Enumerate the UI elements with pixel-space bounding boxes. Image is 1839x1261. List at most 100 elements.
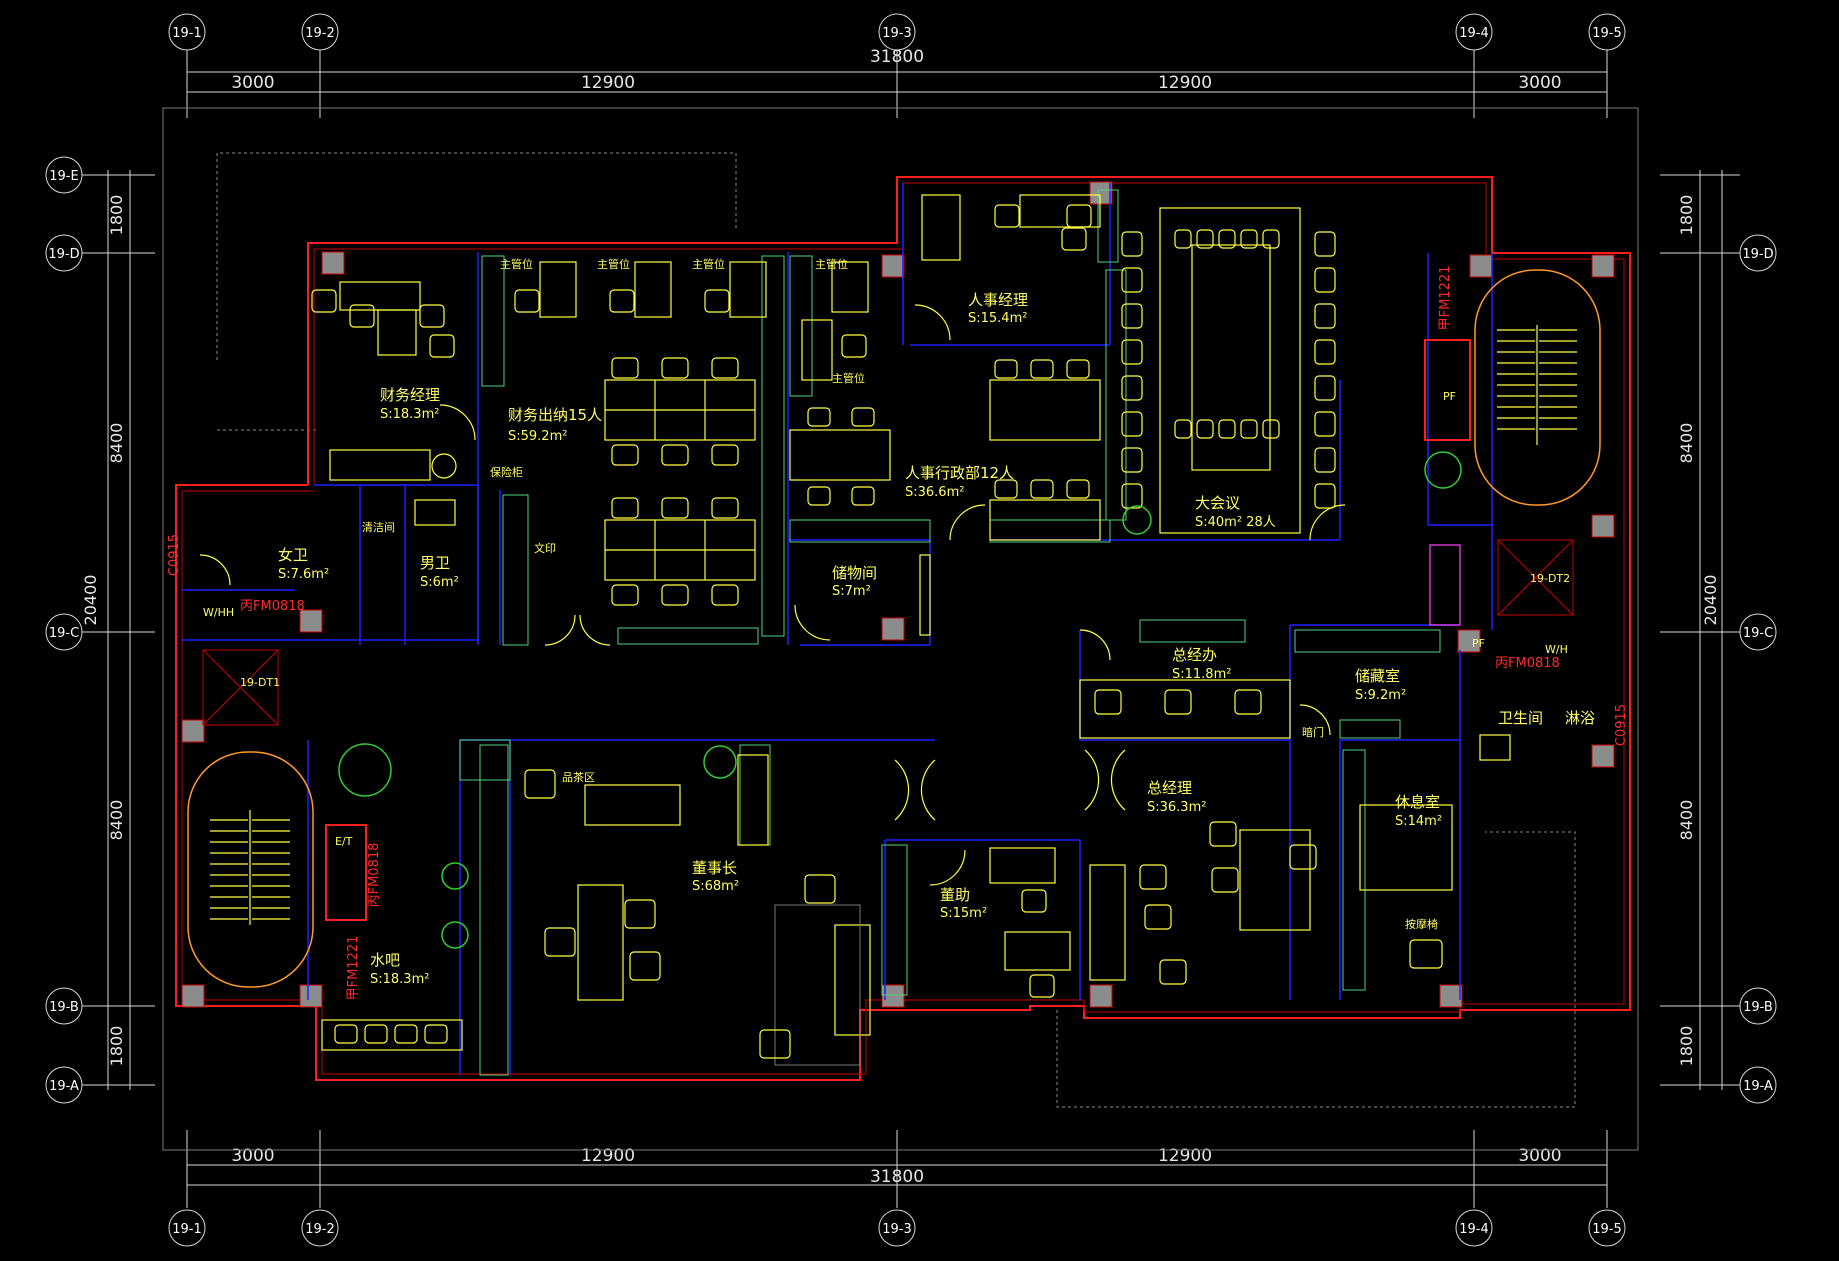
column [881,984,905,1008]
counter [321,1019,463,1051]
chair [1174,229,1192,249]
label-fire-door: 丙FM0818 [240,599,305,614]
axis-bubble [1739,987,1777,1025]
roof-outline [1056,831,1576,1108]
column [299,984,323,1008]
door-swing [439,404,476,441]
label-massage-chair: 按摩椅 [1405,917,1438,931]
chair [807,407,831,427]
dimension-top: 3000 [231,73,274,93]
desk [1004,931,1071,971]
label-safe: 保险柜 [490,465,523,479]
axis-bubble [878,13,916,51]
chair [1121,303,1143,329]
chair [429,334,455,358]
axis-label-top: 19-4 [1459,26,1489,41]
chair [349,304,375,328]
chair [609,289,635,313]
chair [1409,939,1443,969]
label-et: E/T [335,835,353,848]
chair [1314,339,1336,365]
chair [1314,447,1336,473]
chair [851,486,875,506]
label-supervisor: 主管位 [832,371,865,385]
chair [1121,267,1143,293]
room-name: 大会议 [1195,494,1240,512]
chair [1209,821,1237,847]
cabinet [1342,749,1366,991]
door-swing [199,554,231,586]
room-outline [1159,207,1301,534]
chair [807,486,831,506]
plant-icon [1424,451,1462,489]
chair [1121,483,1143,509]
label-pf: PF [1472,637,1485,650]
axis-label-left: 19-E [49,169,78,184]
dimension-overall-top: 31800 [870,47,924,67]
plant-icon [441,862,469,890]
axis-label-top: 19-5 [1592,26,1622,41]
room-name: 卫生间 [1498,709,1543,727]
desk [577,884,624,1001]
chair [1174,419,1192,439]
column [881,617,905,641]
door-swing [1299,704,1331,736]
label-tea-area: 品茶区 [562,771,595,784]
shaft-outline [1429,544,1461,626]
dimension-top: 12900 [1158,73,1212,93]
label-elevator: 19-DT2 [1530,572,1570,585]
dimension-top: 12900 [581,73,635,93]
chair [711,584,739,606]
chair [711,357,739,379]
label-window: C0915 [1614,704,1629,746]
sofa [989,847,1056,884]
label-fire-door: 甲FM1221 [346,936,361,1001]
chair [1061,227,1087,251]
axis-bubble [45,613,83,651]
column [1439,984,1463,1008]
room-area: S:11.8m² [1172,667,1231,682]
room-name: 淋浴 [1565,709,1595,727]
desk [377,309,417,356]
axis-label-top: 19-3 [882,26,912,41]
cabinet [479,744,509,1076]
axis-label-left: 19-A [49,1079,79,1094]
column [181,984,205,1008]
axis-bubble [45,1066,83,1104]
axis-bubble [1588,13,1626,51]
label-cleaning: 清洁间 [362,521,395,534]
room-labels: 财务经理 S:18.3m² 财务出纳15人 S:59.2m² 人事经理 S:15… [278,291,1595,987]
door-swing [1309,504,1346,541]
chair [1159,959,1187,985]
chair [334,1024,358,1044]
chair [1066,204,1092,228]
chair [311,289,337,313]
label-wh: W/HH [203,606,234,619]
chair [624,899,656,929]
axis-label-left: 19-B [49,1000,79,1015]
room-name: 人事经理 [968,291,1028,309]
axis-grid-right: 19-D 19-C 19-B 19-A 1800 8400 8400 1800 … [1660,170,1777,1104]
cabinet [789,255,813,397]
chair [1029,974,1055,998]
sofa [1089,864,1126,981]
chair [1144,904,1172,930]
room-name: 男卫 [420,554,450,572]
dimension-right: 1800 [1677,1026,1696,1067]
elevator-shaft [202,649,279,726]
label-fire-door: 甲FM1221 [1438,266,1453,331]
chair [424,1024,448,1044]
site-boundary [162,107,1639,1151]
axis-label-right: 19-A [1743,1079,1773,1094]
chair [1139,864,1167,890]
label-elevator: 19-DT1 [240,676,280,689]
shelf [737,754,769,846]
desk [729,261,767,318]
sofa [834,924,871,1036]
chair [1094,689,1122,715]
column [181,719,205,743]
chair [1314,411,1336,437]
axis-label-bottom: 19-2 [305,1222,335,1237]
chair [419,304,445,328]
